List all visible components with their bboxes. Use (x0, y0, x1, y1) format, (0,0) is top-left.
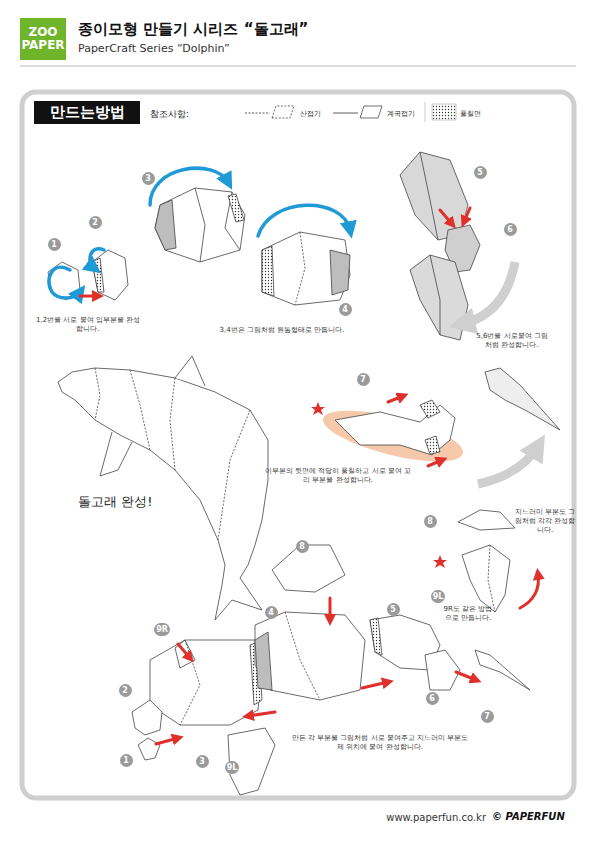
callout-number: 4 (265, 606, 278, 619)
callout-number: 8 (296, 540, 309, 553)
callout-number: 4 (339, 303, 352, 316)
legend-text: 산접기 (300, 109, 321, 119)
instruction-note: 만든 각 부분을 그림처럼 서로 붙여주고 지느러미 부분도 제 위치에 붙여 … (288, 734, 473, 752)
section-heading-box: 만드는방법 (34, 101, 140, 124)
instruction-note: 9R도 같은 방법으로 만듭니다. (443, 605, 493, 623)
logo-box: ZOO PAPER (20, 18, 66, 60)
callout-number: 3 (142, 172, 155, 185)
callout-number: 6 (504, 223, 517, 236)
instruction-note: 5,6번을 서로붙여 그림처럼 완성합니다. (475, 332, 550, 350)
brand-mark: © PAPERFUN (492, 811, 565, 822)
callout-number: 2 (89, 216, 102, 229)
callout-number: 5 (474, 166, 487, 179)
subtitle: PaperCraft Series “Dolphin” (78, 42, 230, 55)
callout-number: 9R (154, 623, 170, 636)
callout-number: 9L (225, 761, 240, 774)
callout-number: 9L (431, 590, 446, 603)
callout-number: 3 (196, 755, 209, 768)
instruction-note: 이부분의 뒷면에 적당히 풀칠하고 서로 붙여 꼬리 부분을 완성합니다. (263, 467, 413, 485)
callout-number: 8 (424, 515, 437, 528)
legend-heading: 참조사항: (150, 108, 189, 121)
instruction-note: 1,2번을 서로 붙여 입부분을 완성합니다. (33, 316, 143, 334)
completion-text: 돌고래 완성! (78, 493, 152, 511)
box-text: ZOO PAPER (21, 26, 64, 52)
callout-number: 5 (387, 603, 400, 616)
callout-number: 1 (48, 238, 61, 251)
callout-number: 7 (357, 373, 370, 386)
box-text: 만드는방법 (50, 103, 125, 122)
website-url: www.paperfun.co.kr (386, 812, 486, 823)
page-title: 종이모형 만들기 시리즈 “돌고래” (78, 20, 308, 39)
callout-number: 2 (119, 684, 132, 697)
instruction-note: 지느러미 부분도 그림처럼 각각 완성합니다. (514, 508, 576, 535)
callout-number: 1 (120, 754, 133, 767)
callout-number: 6 (426, 692, 439, 705)
instruction-note: 3,4번은 그림처럼 원통형태로 만듭니다. (192, 326, 372, 335)
legend-text: 계곡접기 (387, 109, 415, 119)
legend-text: 풀칠면 (460, 109, 481, 119)
callout-number: 7 (481, 710, 494, 723)
